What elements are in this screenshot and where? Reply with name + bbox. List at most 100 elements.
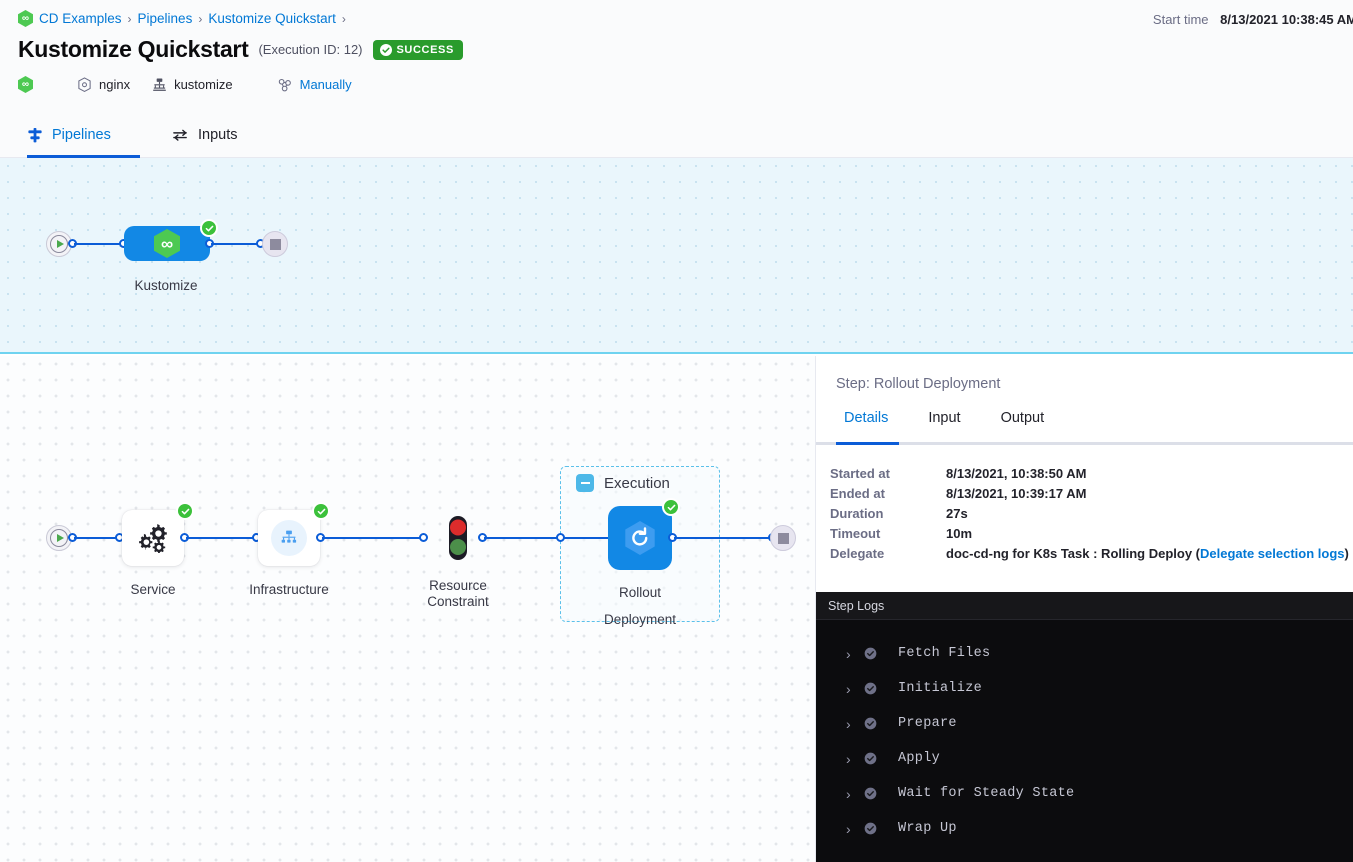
chevron-right-icon[interactable]: › <box>846 715 851 732</box>
detail-key: Ended at <box>830 486 885 501</box>
log-row-wrap-up[interactable]: › Wrap Up <box>816 811 1353 846</box>
pipeline-stage-node-kustomize[interactable]: ∞ <box>124 226 210 261</box>
status-success-icon <box>662 498 680 516</box>
status-success-icon <box>200 219 218 237</box>
tab-inputs[interactable]: Inputs <box>172 112 238 158</box>
status-success-icon <box>312 502 330 520</box>
node-label-rollout-deployment: Rollout Deployment <box>603 585 677 627</box>
step-details-tabs: Details Input Output <box>836 410 1076 436</box>
tab-details[interactable]: Details <box>844 410 889 426</box>
log-row-apply[interactable]: › Apply <box>816 741 1353 776</box>
trigger-manually-icon <box>277 77 293 93</box>
page-header: ∞ CD Examples › Pipelines › Kustomize Qu… <box>0 0 1353 112</box>
title-row: Kustomize Quickstart (Execution ID: 12) … <box>18 36 463 63</box>
step-logs-header: Step Logs <box>816 592 1353 620</box>
log-row-label: Wait for Steady State <box>898 786 1075 801</box>
node-label-service: Service <box>130 582 176 597</box>
chevron-right-icon[interactable]: › <box>846 645 851 662</box>
status-success-icon <box>864 787 898 800</box>
detail-row-ended-at: Ended at 8/13/2021, 10:39:17 AM <box>830 484 1350 504</box>
detail-key: Started at <box>830 466 890 481</box>
detail-value: 8/13/2021, 10:39:17 AM <box>946 486 1087 501</box>
execution-meta-row: ∞ nginx <box>18 76 352 93</box>
breadcrumb-item-cd-examples[interactable]: CD Examples <box>39 11 122 26</box>
status-success-icon <box>176 502 194 520</box>
log-row-fetch-files[interactable]: › Fetch Files <box>816 636 1353 671</box>
check-circle-icon <box>379 43 392 56</box>
stage-node-rollout-deployment[interactable] <box>608 506 672 570</box>
start-time-value: 8/13/2021 10:38:45 AM <box>1220 12 1353 27</box>
execution-group-label: Execution <box>604 474 670 492</box>
stage-node-resource-constraint[interactable] <box>447 515 469 566</box>
chevron-right-icon: › <box>341 11 346 26</box>
play-start-icon <box>50 529 68 547</box>
meta-trigger[interactable]: Manually <box>277 77 352 93</box>
pipeline-graph-canvas[interactable]: ∞ Kustomize <box>0 158 1353 354</box>
graph-edge <box>74 243 124 245</box>
breadcrumb-item-pipelines[interactable]: Pipelines <box>137 11 193 26</box>
node-label-kustomize: Kustomize <box>134 278 198 293</box>
start-time-label: Start time <box>1152 12 1209 27</box>
log-row-label: Wrap Up <box>898 821 957 836</box>
tab-pipelines[interactable]: Pipelines <box>27 112 111 158</box>
rollout-refresh-icon <box>619 517 661 559</box>
graph-end-node[interactable] <box>262 231 288 257</box>
tab-input[interactable]: Input <box>928 410 961 426</box>
main-tabs: Pipelines Inputs <box>0 112 1353 158</box>
status-success-icon <box>864 682 898 695</box>
graph-edge <box>211 243 261 245</box>
service-gears-icon <box>136 523 170 553</box>
tab-divider <box>816 442 1353 445</box>
tab-output[interactable]: Output <box>1000 410 1045 426</box>
node-label-resource-constraint: Resource Constraint <box>427 578 489 609</box>
log-row-label: Apply <box>898 751 941 766</box>
graph-edge <box>484 537 608 539</box>
detail-value: 10m <box>946 526 973 541</box>
harness-logo-icon: ∞ <box>18 76 33 93</box>
meta-trigger-label[interactable]: Manually <box>299 77 352 92</box>
harness-logo-icon: ∞ <box>154 229 180 258</box>
chevron-right-icon[interactable]: › <box>846 785 851 802</box>
log-row-label: Fetch Files <box>898 646 991 661</box>
log-row-wait-for-steady-state[interactable]: › Wait for Steady State <box>816 776 1353 811</box>
chevron-right-icon: › <box>127 11 132 26</box>
stage-graph-start-node[interactable] <box>46 525 72 551</box>
detail-row-delegate: Delegate doc-cd-ng for K8s Task : Rollin… <box>830 544 1350 564</box>
stage-graph-end-node[interactable] <box>770 525 796 551</box>
log-row-prepare[interactable]: › Prepare <box>816 706 1353 741</box>
status-success-icon <box>864 647 898 660</box>
stage-node-infrastructure[interactable] <box>258 510 320 566</box>
step-details-panel: Step: Rollout Deployment Details Input O… <box>815 356 1353 862</box>
status-success-icon <box>864 752 898 765</box>
stage-node-service[interactable] <box>122 510 184 566</box>
chevron-right-icon[interactable]: › <box>846 820 851 837</box>
step-logs-console[interactable]: Step Logs › Fetch Files › Initialize › <box>816 592 1353 862</box>
traffic-light-icon <box>449 516 467 560</box>
log-row-initialize[interactable]: › Initialize <box>816 671 1353 706</box>
step-details-list: Started at 8/13/2021, 10:38:50 AM Ended … <box>830 464 1350 564</box>
edge-port <box>419 533 428 542</box>
node-label-infrastructure: Infrastructure <box>249 582 329 597</box>
tab-pipelines-label: Pipelines <box>52 127 111 143</box>
graph-start-node[interactable] <box>46 231 72 257</box>
chevron-right-icon[interactable]: › <box>846 680 851 697</box>
chevron-right-icon[interactable]: › <box>846 750 851 767</box>
status-success-icon <box>864 822 898 835</box>
detail-row-started-at: Started at 8/13/2021, 10:38:50 AM <box>830 464 1350 484</box>
breadcrumb-item-kustomize-quickstart[interactable]: Kustomize Quickstart <box>208 11 336 26</box>
start-time: Start time 8/13/2021 10:38:45 AM <box>1153 12 1353 27</box>
meta-service: nginx <box>77 76 130 93</box>
collapse-minus-icon[interactable] <box>576 474 594 492</box>
edge-port <box>556 533 565 542</box>
service-hex-icon <box>77 76 92 93</box>
stage-graph-canvas[interactable]: Execution Service <box>0 356 815 862</box>
stop-end-icon <box>777 532 789 544</box>
harness-logo-icon: ∞ <box>18 10 33 27</box>
log-row-label: Initialize <box>898 681 983 696</box>
play-start-icon <box>50 235 68 253</box>
detail-key: Timeout <box>830 526 881 541</box>
execution-group-header[interactable]: Execution <box>576 474 670 492</box>
delegate-selection-logs-link[interactable]: Delegate selection logs <box>1200 546 1345 561</box>
detail-key: Duration <box>830 506 884 521</box>
stop-end-icon <box>269 238 281 250</box>
